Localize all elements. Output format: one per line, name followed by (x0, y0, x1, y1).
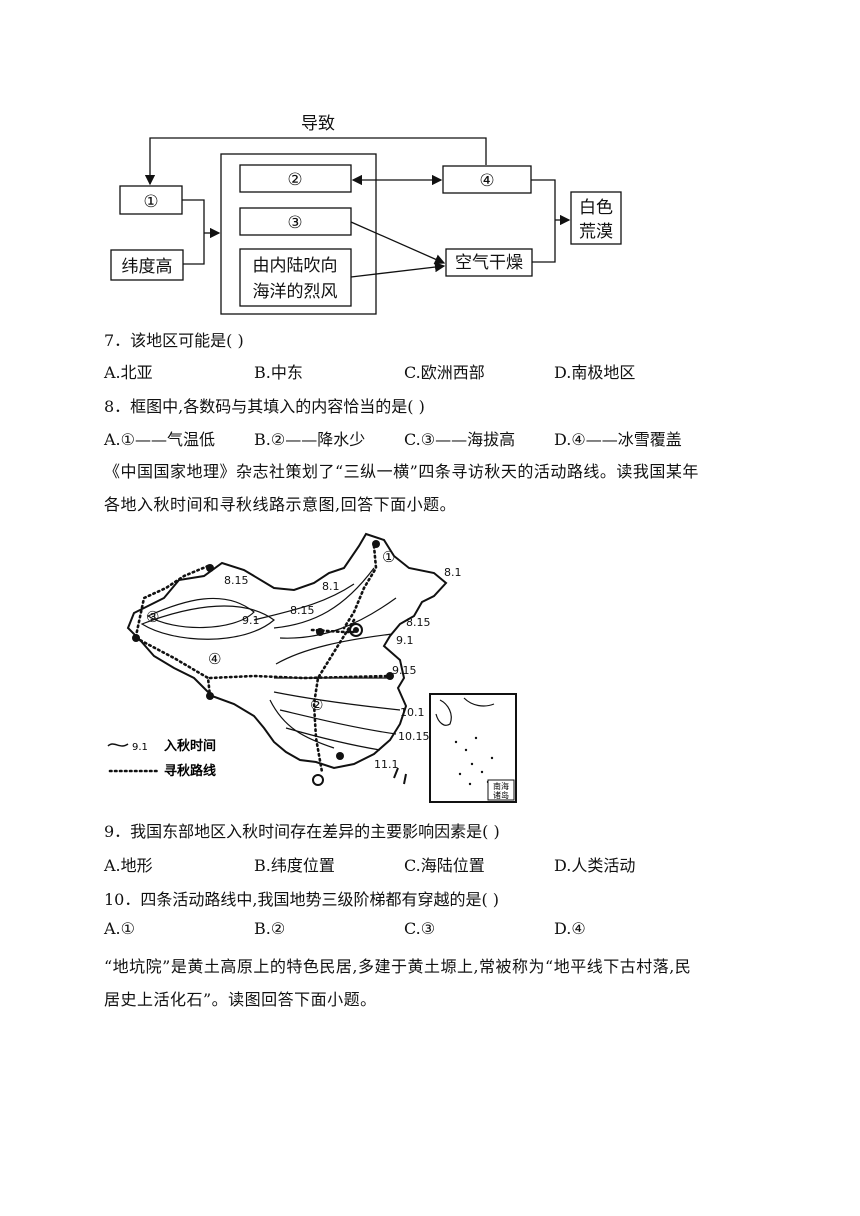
q10-option-b[interactable]: B.② (254, 919, 286, 938)
q8-option-b[interactable]: B.②——降水少 (254, 430, 366, 449)
inset-label-line1: 南海 (493, 781, 509, 791)
q9-option-c[interactable]: C.海陆位置 (404, 856, 485, 875)
q7-option-d[interactable]: D.南极地区 (554, 363, 636, 382)
legend-line-sample: 9.1 (132, 742, 148, 753)
inset-label-line2: 诸岛 (493, 790, 509, 800)
legend-dot-text: 寻秋路线 (164, 763, 216, 779)
q7-option-c[interactable]: C.欧洲西部 (404, 363, 485, 382)
q9-option-b[interactable]: B.纬度位置 (254, 856, 335, 875)
route-number-1: ① (382, 548, 395, 566)
diagram-wind-line2: 海洋的烈风 (253, 282, 338, 302)
q10-option-d[interactable]: D.④ (554, 919, 586, 938)
intro-paragraph-1: 《中国国家地理》杂志社策划了“三纵一横”四条寻访秋天的活动路线。读我国某年 各地… (104, 455, 764, 521)
route-3 (134, 564, 210, 638)
route-number-2: ② (310, 696, 323, 714)
question-9-stem: 9．我国东部地区入秋时间存在差异的主要影响因素是( ) (104, 822, 500, 841)
intro-1-line-2: 各地入秋时间和寻秋线路示意图,回答下面小题。 (104, 495, 457, 514)
south-china-sea-inset: 南海 诸岛 (429, 693, 517, 803)
map-label-1: 8.15 (224, 574, 249, 587)
map-label-8: 9.15 (392, 664, 417, 677)
diagram-wind-line1: 由内陆吹向 (253, 256, 338, 276)
intro-2-line-2: 居史上活化石”。读图回答下面小题。 (104, 990, 377, 1009)
diagram-white-line2: 荒漠 (579, 222, 613, 242)
map-label-7: 9.1 (396, 634, 414, 647)
q8-option-c[interactable]: C.③——海拔高 (404, 430, 516, 449)
route-2 (312, 618, 356, 774)
q8-option-a[interactable]: A.①——气温低 (104, 430, 215, 449)
legend-line-text: 入秋时间 (164, 738, 216, 754)
q9-option-d[interactable]: D.人类活动 (554, 856, 636, 875)
route-4 (134, 636, 392, 698)
map-label-11: 11.1 (374, 758, 399, 771)
question-8-options: A.①——气温低 B.②——降水少 C.③——海拔高 D.④——冰雪覆盖 (104, 426, 744, 449)
question-10-options: A.① B.② C.③ D.④ (104, 919, 744, 941)
map-legend: 9.1 入秋时间 寻秋路线 (107, 738, 216, 779)
map-label-5: 9.1 (242, 614, 260, 627)
q8-option-d[interactable]: D.④——冰雪覆盖 (554, 430, 682, 449)
intro-2-line-1: “地坑院”是黄土高原上的特色民居,多建于黄土塬上,常被称为“地平线下古村落,民 (104, 957, 692, 976)
diagram-box-3: ③ (287, 213, 302, 233)
map-label-2: 8.1 (322, 580, 340, 593)
diagram-box-4: ④ (479, 171, 494, 191)
diagram-box-2: ② (287, 170, 302, 190)
map-label-3: 8.1 (444, 566, 462, 579)
route-1 (342, 544, 378, 630)
diagram-white-line1: 白色 (579, 198, 613, 218)
q9-option-a[interactable]: A.地形 (104, 856, 153, 875)
route-number-3: ③ (146, 608, 159, 626)
question-9-options: A.地形 B.纬度位置 C.海陆位置 D.人类活动 (104, 852, 744, 875)
china-autumn-route-map: 8.15 8.1 8.1 8.15 9.1 8.15 9.1 9.15 10.1… (107, 532, 517, 803)
cause-effect-diagram: 导致 ① 纬度高 ② ③ 由内陆吹向 海洋的烈风 ④ 空气干燥 白色 荒漠 (110, 114, 622, 315)
question-8-stem: 8．框图中,各数码与其填入的内容恰当的是( ) (104, 397, 425, 416)
q7-option-b[interactable]: B.中东 (254, 363, 303, 382)
container-frame (220, 153, 377, 315)
map-label-4: 8.15 (290, 604, 315, 617)
map-label-9: 10.1 (400, 706, 425, 719)
question-7-stem: 7．该地区可能是( ) (104, 331, 244, 350)
map-label-10: 10.15 (398, 730, 430, 743)
china-outline (126, 532, 448, 770)
route-number-4: ④ (208, 650, 221, 668)
question-7-options: A.北亚 B.中东 C.欧洲西部 D.南极地区 (104, 359, 744, 382)
diagram-top-label: 导致 (301, 114, 335, 134)
q7-option-a[interactable]: A.北亚 (104, 363, 153, 382)
latitude-box-frame (110, 249, 184, 281)
question-10-stem: 10．四条活动路线中,我国地势三级阶梯都有穿越的是( ) (104, 890, 500, 909)
diagram-latitude-box: 纬度高 (122, 257, 173, 277)
map-label-6: 8.15 (406, 616, 431, 629)
q10-option-c[interactable]: C.③ (404, 919, 436, 938)
q10-option-a[interactable]: A.① (104, 919, 135, 938)
diagram-box-1: ① (143, 192, 158, 212)
diagram-dry-air-box: 空气干燥 (455, 253, 523, 273)
intro-paragraph-2: “地坑院”是黄土高原上的特色民居,多建于黄土塬上,常被称为“地平线下古村落,民 … (104, 950, 764, 1016)
intro-1-line-1: 《中国国家地理》杂志社策划了“三纵一横”四条寻访秋天的活动路线。读我国某年 (104, 462, 699, 481)
